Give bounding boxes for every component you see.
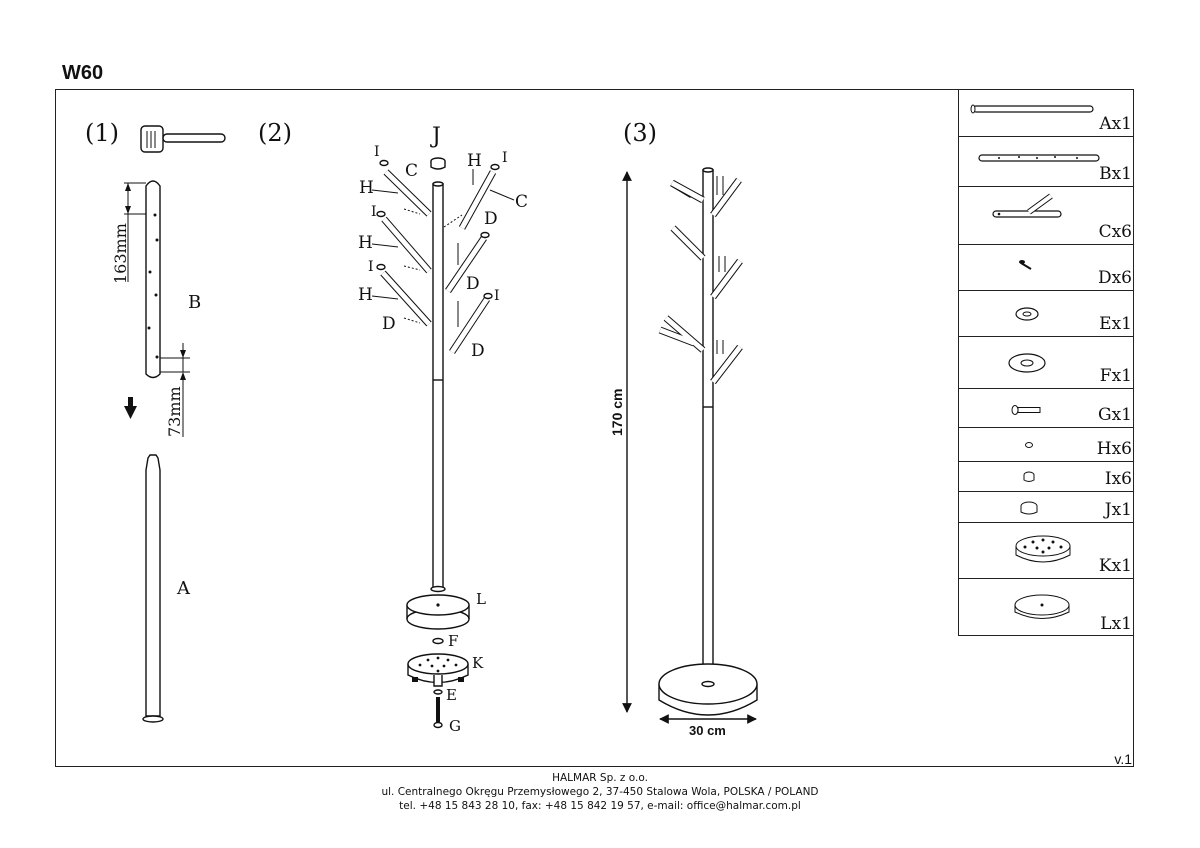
drawing-frame [55,89,1134,767]
part-row-e: Ex1 [959,291,1134,337]
part-label-h: Hx6 [1096,439,1132,459]
label-i-1: I [374,144,380,160]
part-row-h: Hx6 [959,428,1134,462]
part-label-k: Kx1 [1098,556,1132,576]
height-dimension-label: 170 cm [609,389,625,436]
label-d-1: D [484,209,498,229]
part-label-j: Jx1 [1104,500,1132,520]
part-label-l: Lx1 [1100,614,1132,634]
width-dimension-label: 30 cm [689,723,726,738]
footer-contact: tel. +48 15 843 28 10, fax: +48 15 842 1… [399,800,801,812]
base-plate-icon [1015,535,1071,563]
part-row-a: Ax1 [959,89,1134,137]
drilled-rod-icon [978,154,1100,162]
label-d-4: D [471,341,485,361]
parts-list: Ax1 Bx1 Cx6 Dx6 Ex1 Fx1 Gx1 Hx6 Ix6 Jx1 … [958,89,1134,636]
rod-a [142,454,164,723]
arm-left-1 [371,159,432,217]
part-f-label: F [448,632,458,650]
base-plate-k [407,653,469,687]
washer-f [432,637,444,645]
part-row-g: Gx1 [959,389,1134,428]
label-h-1: H [359,178,374,198]
dimension-163 [124,182,146,282]
dimension-163-label: 163mm [111,223,130,284]
washer-e [433,689,443,695]
screw-icon [1019,260,1032,270]
label-d-2: D [466,274,480,294]
part-k-label: K [472,654,484,672]
part-label-f: Fx1 [1099,366,1132,386]
label-c-2: C [515,192,528,212]
part-label-i: Ix6 [1104,469,1132,489]
document-title: W60 [62,62,104,84]
step-1-label: (1) [85,119,119,147]
label-i-4: I [368,259,374,275]
part-label-g: Gx1 [1098,405,1132,425]
rod-b [145,180,161,379]
arm-left-2 [371,210,432,274]
footer-address: ul. Centralnego Okręgu Przemysłowego 2, … [381,786,819,798]
label-c-1: C [405,161,418,181]
part-label-b: Bx1 [1099,164,1132,184]
exploded-pole [430,181,446,593]
part-label-c: Cx6 [1098,222,1132,242]
bolt-icon [1011,405,1041,415]
part-l-label: L [476,590,486,608]
label-h-4: H [358,285,373,305]
small-washer-icon [1015,307,1039,321]
part-row-b: Bx1 [959,137,1134,187]
mallet-icon [140,125,226,153]
label-d-3: D [382,314,396,334]
label-h-3: H [358,233,373,253]
part-row-f: Fx1 [959,337,1134,389]
part-label-d: Dx6 [1097,268,1132,288]
part-row-l: Lx1 [959,579,1134,636]
long-rod-icon [970,104,1094,114]
rod-a-label: A [176,578,191,599]
large-washer-icon [1008,353,1046,373]
part-label-e: Ex1 [1099,314,1132,334]
end-cap-icon [1023,471,1035,482]
part-label-a: Ax1 [1099,114,1132,134]
label-i-2: I [502,150,508,166]
part-row-j: Jx1 [959,492,1134,523]
top-cap-icon [1020,501,1038,515]
rod-b-label: B [188,292,201,313]
small-cap-icon [1025,442,1033,448]
base-disc-icon [1014,594,1070,619]
bolt-g [433,697,443,729]
label-i-3: I [371,204,377,220]
arm-left-3 [371,263,432,327]
assembled-rack [658,167,758,716]
version-label: v.1 [1114,751,1132,767]
label-h-2: H [467,151,482,171]
part-row-c: Cx6 [959,187,1134,245]
dimension-73-label: 73mm [165,386,184,437]
part-g-label: G [449,717,461,735]
arm-right-1 [443,163,500,230]
part-row-k: Kx1 [959,523,1134,579]
hook-arm-icon [992,193,1062,218]
arm-right-2 [445,231,490,293]
footer-company: HALMAR Sp. z o.o. [552,772,648,784]
step-3-label: (3) [623,119,657,147]
part-row-i: Ix6 [959,462,1134,492]
step-2-label: (2) [258,119,292,147]
dimension-73 [160,343,190,437]
footer: HALMAR Sp. z o.o. ul. Centralnego Okręgu… [0,771,1200,813]
down-arrow-icon [124,397,137,419]
part-j-label: J [430,124,441,149]
base-disc-l [406,594,470,630]
arm-right-3 [449,292,493,354]
part-e-label: E [446,686,457,704]
top-cap-j [430,157,446,170]
part-row-d: Dx6 [959,245,1134,291]
label-i-5: I [494,288,500,304]
